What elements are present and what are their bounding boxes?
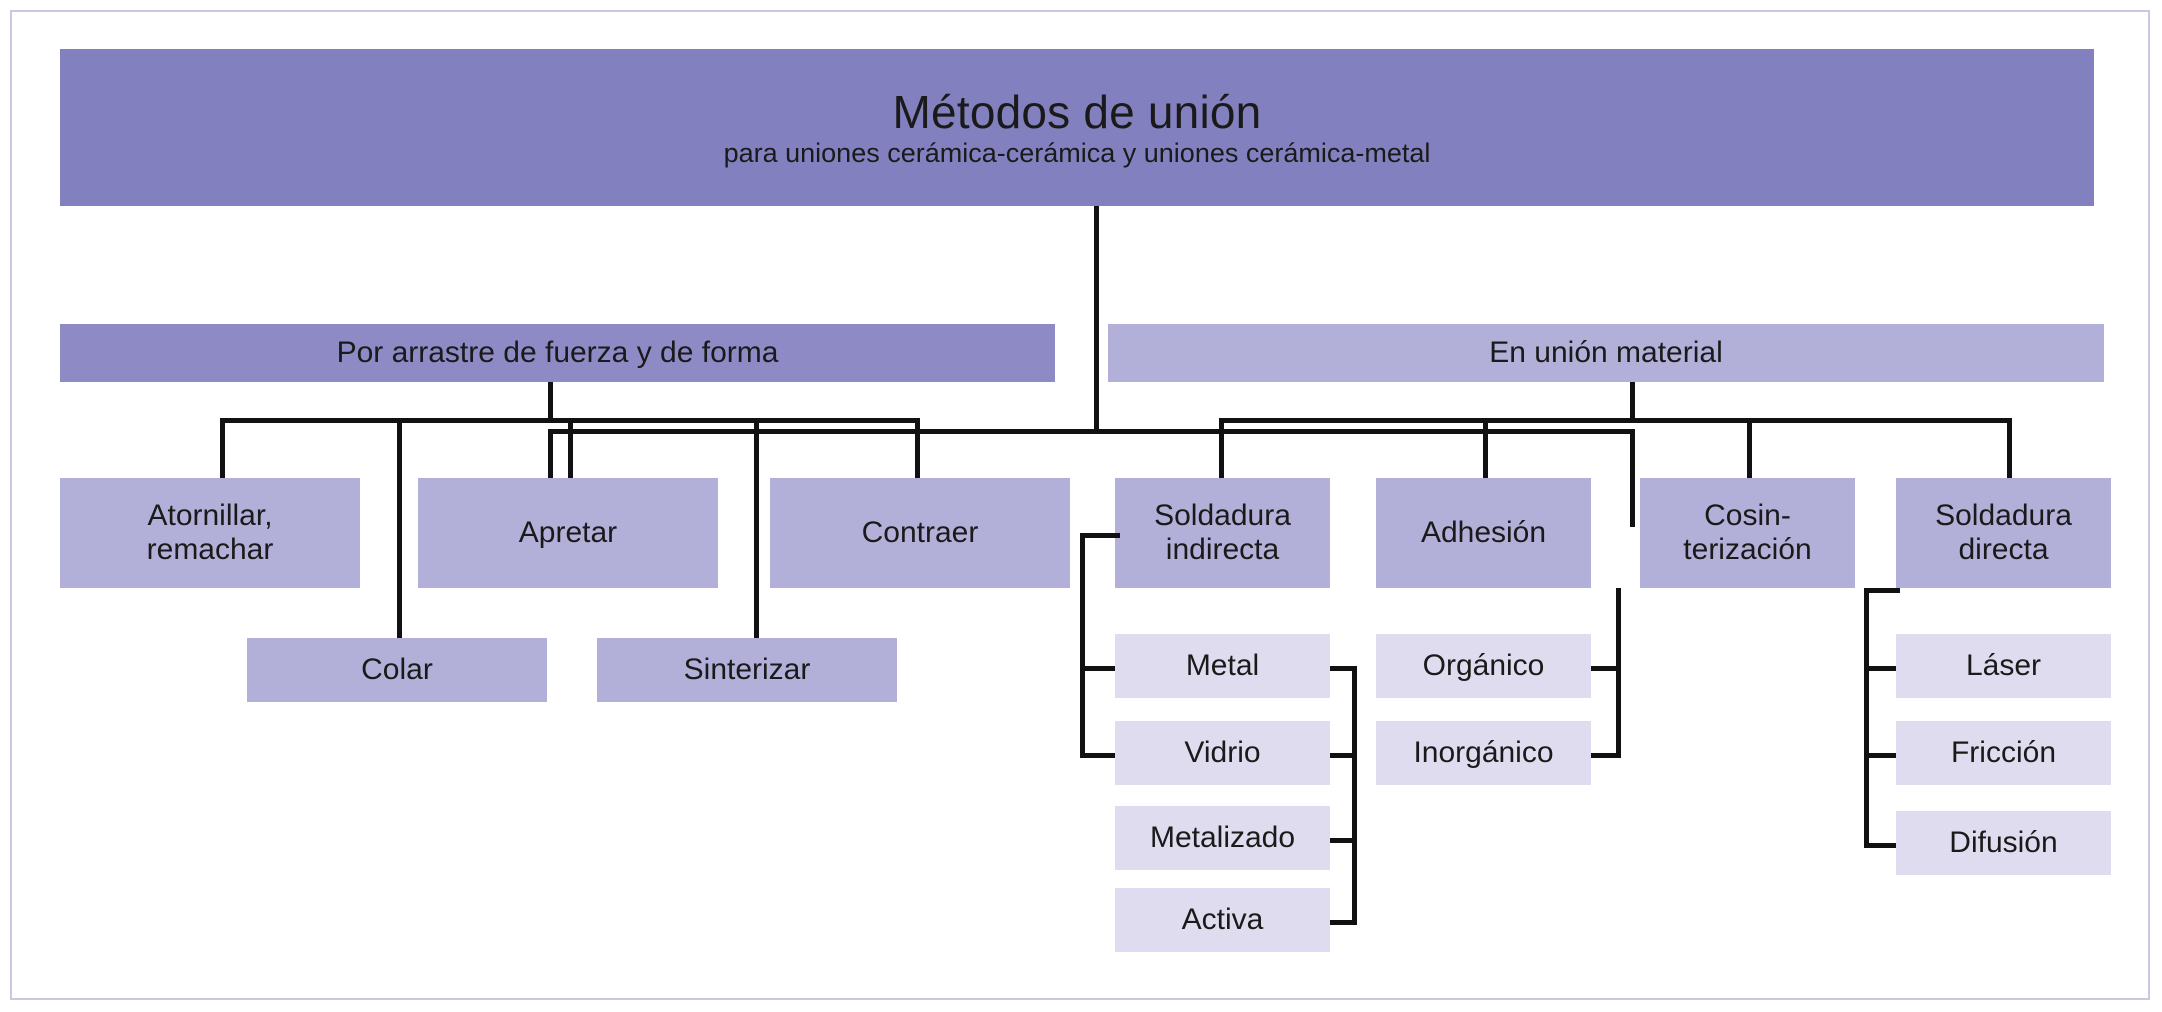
node-atornillar-line2: remachar bbox=[146, 533, 274, 566]
node-metal: Metal bbox=[1115, 634, 1330, 698]
connector-bracket-to-metal bbox=[1080, 666, 1120, 671]
node-colar: Colar bbox=[247, 638, 547, 702]
node-soldadura-indirecta: Soldadura indirecta bbox=[1115, 478, 1330, 588]
connector-difusion-left bbox=[1864, 843, 1901, 848]
connector-bracket-to-vidrio bbox=[1080, 753, 1120, 758]
page-subtitle: para uniones cerámica-cerámica y uniones… bbox=[723, 138, 1431, 169]
node-metodos-de-union: Métodos de unión para uniones cerámica-c… bbox=[60, 49, 2094, 206]
node-cosinterizacion-line2: terización bbox=[1683, 533, 1812, 566]
connector-vidrio-right bbox=[1324, 753, 1357, 758]
node-atornillar-line1: Atornillar, bbox=[147, 498, 273, 532]
bracket-cosinterizacion-top bbox=[1864, 588, 1900, 593]
connector-friccion-left bbox=[1864, 753, 1901, 758]
connector-root-vertical bbox=[1094, 206, 1099, 431]
connector-right-branch-stem bbox=[1630, 382, 1635, 418]
node-laser: Láser bbox=[1896, 634, 2111, 698]
node-cosinterizacion: Cosin- terización bbox=[1640, 478, 1855, 588]
node-apretar: Apretar bbox=[418, 478, 718, 588]
connector-to-soldadura-directa bbox=[2007, 418, 2012, 480]
connector-to-atornillar bbox=[220, 418, 225, 480]
node-contraer: Contraer bbox=[770, 478, 1070, 588]
connector-activa-right bbox=[1324, 920, 1357, 925]
node-por-arrastre: Por arrastre de fuerza y de forma bbox=[60, 324, 1055, 382]
node-activa: Activa bbox=[1115, 888, 1330, 952]
node-inorganico: Inorgánico bbox=[1376, 721, 1591, 785]
connector-metalizado-right bbox=[1324, 838, 1357, 843]
bracket-soldadura-indirecta-right-spine bbox=[1352, 666, 1357, 925]
node-adhesion: Adhesión bbox=[1376, 478, 1591, 588]
connector-root-to-right-branch bbox=[1630, 429, 1635, 527]
page-title: Métodos de unión bbox=[892, 85, 1262, 138]
bracket-adhesion-spine bbox=[1616, 588, 1621, 758]
connector-to-colar bbox=[397, 418, 402, 640]
node-en-union-material: En unión material bbox=[1108, 324, 2104, 382]
node-organico: Orgánico bbox=[1376, 634, 1591, 698]
node-soldadura-directa: Soldadura directa bbox=[1896, 478, 2111, 588]
connector-to-soldadura-indirecta bbox=[1219, 418, 1224, 480]
node-metalizado: Metalizado bbox=[1115, 806, 1330, 870]
node-vidrio: Vidrio bbox=[1115, 721, 1330, 785]
connector-left-branch-stem bbox=[548, 382, 553, 418]
connector-root-horizontal bbox=[548, 429, 1635, 434]
bracket-soldadura-indirecta-left-top bbox=[1080, 533, 1120, 538]
node-soldadura-directa-line1: Soldadura bbox=[1935, 498, 2072, 532]
node-difusion: Difusión bbox=[1896, 811, 2111, 875]
connector-right-branch-bar bbox=[1219, 418, 2012, 423]
connector-to-adhesion bbox=[1483, 418, 1488, 480]
node-atornillar-remachar: Atornillar, remachar bbox=[60, 478, 360, 588]
connector-to-contraer bbox=[915, 418, 920, 480]
connector-to-sinterizar bbox=[754, 418, 759, 640]
connector-to-apretar bbox=[568, 418, 573, 480]
connector-inorganico-right bbox=[1587, 753, 1620, 758]
node-soldadura-indirecta-line1: Soldadura bbox=[1154, 498, 1291, 532]
connector-organico-right bbox=[1587, 666, 1620, 671]
node-soldadura-directa-line2: directa bbox=[1958, 533, 2049, 566]
node-cosinterizacion-line1: Cosin- bbox=[1704, 498, 1791, 532]
connector-metal-right bbox=[1324, 666, 1357, 671]
node-sinterizar: Sinterizar bbox=[597, 638, 897, 702]
connector-laser-left bbox=[1864, 666, 1901, 671]
node-soldadura-indirecta-line2: indirecta bbox=[1165, 533, 1280, 566]
connector-to-cosinterizacion bbox=[1747, 418, 1752, 480]
bracket-soldadura-directa-spine bbox=[1864, 588, 1869, 848]
node-friccion: Fricción bbox=[1896, 721, 2111, 785]
diagram-frame: Métodos de unión para uniones cerámica-c… bbox=[10, 10, 2150, 1000]
bracket-soldadura-indirecta-left-spine bbox=[1080, 533, 1085, 758]
